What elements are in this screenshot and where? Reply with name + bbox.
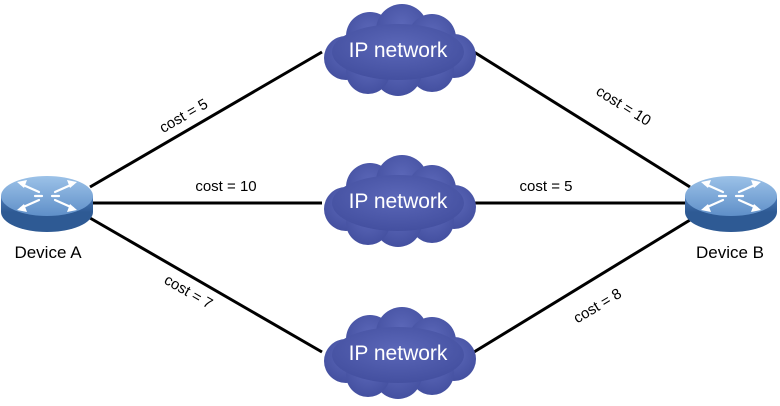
cost-label-b-top: cost = 10 xyxy=(593,83,654,130)
cost-label-a-top: cost = 5 xyxy=(157,96,211,137)
network-label: IP network xyxy=(349,342,448,365)
device-b: Device B xyxy=(683,174,779,262)
links xyxy=(89,50,691,354)
cost-label-a-bot: cost = 7 xyxy=(161,272,215,313)
router-icon xyxy=(683,174,779,234)
device-a-label: Device A xyxy=(14,243,82,262)
ip-network-bottom: IP network xyxy=(324,307,476,399)
network-label: IP network xyxy=(349,190,448,213)
router-icon xyxy=(0,174,95,234)
cost-label-b-bot: cost = 8 xyxy=(571,285,625,327)
ip-network-top: IP network xyxy=(324,4,476,96)
cost-label-a-mid: cost = 10 xyxy=(195,178,256,195)
device-a: Device A xyxy=(0,174,95,262)
cost-label-b-mid: cost = 5 xyxy=(520,178,573,195)
link-b-top xyxy=(473,50,691,189)
link-a-bot xyxy=(89,216,323,354)
device-b-label: Device B xyxy=(696,243,764,262)
link-b-bot xyxy=(473,218,691,354)
ip-network-middle: IP network xyxy=(324,155,476,247)
network-label: IP network xyxy=(349,39,448,62)
link-a-top xyxy=(89,50,323,189)
